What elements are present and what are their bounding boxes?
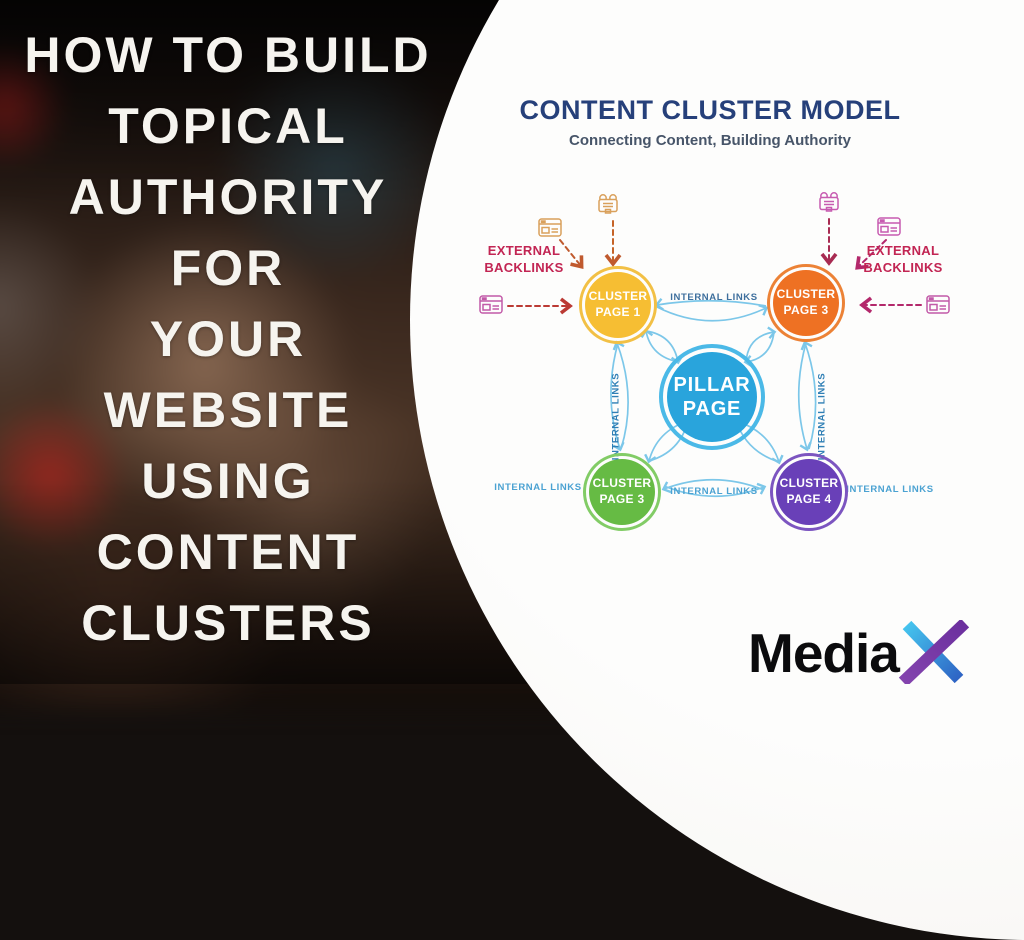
headline-line: TOPICAL: [108, 98, 348, 154]
pillar-page-node: PILLAR PAGE: [659, 344, 765, 450]
cluster-page-3-bottom-node: CLUSTER PAGE 3: [583, 453, 661, 531]
headline-line: CLUSTERS: [81, 595, 375, 651]
browser-window-icon: [877, 217, 901, 236]
cluster-page-1-node: CLUSTER PAGE 1: [579, 266, 657, 344]
diagram-subtitle: Connecting Content, Building Authority: [569, 132, 851, 149]
headline: HOW TO BUILD TOPICAL AUTHORITY FOR YOUR …: [8, 20, 448, 659]
internal-links-label-bottom-left: INTERNAL LINKS: [494, 482, 582, 493]
browser-window-icon: [538, 218, 562, 237]
cluster-page-3-top-node: CLUSTER PAGE 3: [767, 264, 845, 342]
mediax-wordmark: Media: [748, 622, 900, 684]
external-backlinks-label-left: EXTERNAL BACKLINKS: [484, 243, 564, 275]
headline-line: CONTENT: [96, 524, 360, 580]
browser-window-icon: [479, 295, 503, 314]
internal-links-label-bottom-center: INTERNAL LINKS: [670, 486, 758, 497]
cluster-page-3-bottom-label: CLUSTER PAGE 3: [589, 459, 655, 525]
cluster-page-3-top-label: CLUSTER PAGE 3: [773, 270, 839, 336]
mediax-x-icon: [898, 620, 970, 684]
browser-window-icon: [926, 295, 950, 314]
cluster-page-1-label: CLUSTER PAGE 1: [585, 272, 651, 338]
headline-line: HOW TO BUILD: [24, 27, 432, 83]
cluster-page-4-node: CLUSTER PAGE 4: [770, 453, 848, 531]
headline-line: YOUR: [149, 311, 307, 367]
mediax-logo: Media: [748, 620, 977, 684]
external-backlink-arrows: [507, 218, 922, 315]
headline-line: WEBSITE: [103, 382, 353, 438]
headline-line: AUTHORITY: [68, 169, 388, 225]
linked-pages-icon: [598, 194, 618, 214]
internal-links-label-top: INTERNAL LINKS: [670, 292, 758, 303]
pillar-page-label: PILLAR PAGE: [667, 352, 757, 442]
internal-links-label-bottom-right: INTERNAL LINKS: [846, 484, 934, 495]
headline-line: FOR: [170, 240, 286, 296]
headline-line: USING: [141, 453, 315, 509]
linked-pages-icon: [819, 192, 839, 212]
diagram-title: CONTENT CLUSTER MODEL: [519, 95, 901, 125]
cluster-page-4-label: CLUSTER PAGE 4: [776, 459, 842, 525]
external-backlinks-label-right: EXTERNAL BACKLINKS: [863, 243, 943, 275]
internal-links-label-right-vertical: INTERNAL LINKS: [816, 372, 828, 461]
